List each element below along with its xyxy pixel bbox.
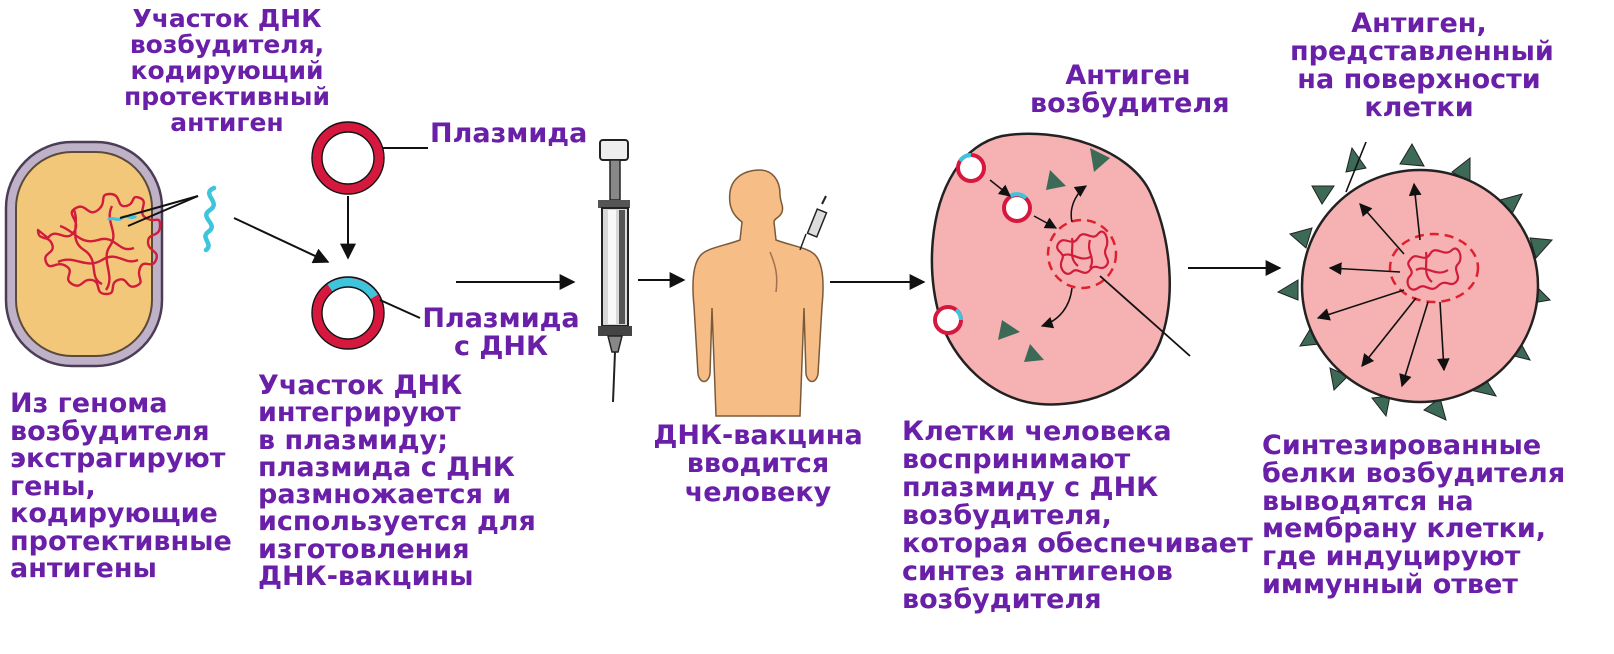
cell-plasmid-3-icon [935, 307, 961, 333]
surface-antigen-label-line: Антиген, [1290, 10, 1548, 38]
step-4-text-line: воспринимают [902, 446, 1253, 474]
step-4-text-line: которая обеспечивает [902, 530, 1253, 558]
step-2-text-line: ДНК-вакцины [258, 563, 536, 590]
step-5-text-line: иммунный ответ [1262, 571, 1565, 599]
human-cell-icon [932, 134, 1190, 405]
pathogen-antigen-label-line: Антиген [1030, 62, 1226, 90]
step-1-text-line: возбудителя [10, 418, 232, 446]
step-2-text-line: интегрируют [258, 399, 536, 426]
step-2-text-line: изготовления [258, 536, 536, 563]
surface-antigen-label-line: представленный [1290, 38, 1548, 66]
step-5-text-line: мембрану клетки, [1262, 515, 1565, 543]
step-1-text-line: кодирующие [10, 500, 232, 528]
step-1-text-line: гены, [10, 473, 232, 501]
presenting-cell-icon [1278, 142, 1552, 420]
step-5-text-line: Синтезированные [1262, 432, 1565, 460]
step-5-text-line: где индуцируют [1262, 543, 1565, 571]
step-4-text-line: возбудителя, [902, 502, 1253, 530]
step-3-text-line: вводится [650, 450, 866, 478]
step-2-text-line: используется для [258, 508, 536, 535]
plasmid-with-dna-label-line: Плазмида [418, 305, 584, 333]
syringe-icon [598, 140, 632, 402]
human-icon [693, 170, 823, 416]
plasmid-label-line: Плазмида [430, 120, 587, 148]
step-5-text-line: белки возбудителя [1262, 460, 1565, 488]
plasmid-label: Плазмида [430, 120, 587, 148]
dna-segment-label-line: антиген [112, 110, 342, 136]
dna-fragment-icon [205, 188, 214, 250]
arrow-fragment-to-plasmid [234, 218, 328, 262]
dna-segment-label-line: кодирующий [112, 58, 342, 84]
small-syringe-icon [800, 196, 827, 250]
step-4-text-line: плазмиду с ДНК [902, 474, 1253, 502]
cell-plasmid-2-icon [1004, 194, 1030, 221]
step-4-text-line: возбудителя [902, 586, 1253, 614]
step-5-text-line: выводятся на [1262, 488, 1565, 516]
recombinant-plasmid-icon [312, 277, 384, 349]
step-2-text-line: размножается и [258, 481, 536, 508]
step-1-text-line: экстрагируют [10, 445, 232, 473]
step-4-text-line: Клетки человека [902, 418, 1253, 446]
dna-segment-label-line: возбудителя, [112, 32, 342, 58]
pathogen-antigen-label-line: возбудителя [1030, 90, 1226, 118]
step-1-text-line: протективные [10, 528, 232, 556]
step-3-text-line: ДНК-вакцина [650, 422, 866, 450]
step-1-text-line: антигены [10, 555, 232, 583]
step-1-text-line: Из генома [10, 390, 232, 418]
bacterium-icon [6, 142, 162, 366]
step-4-text-line: синтез антигенов [902, 558, 1253, 586]
surface-antigen-label-line: на поверхности [1290, 66, 1548, 94]
plasmid-with-dna-label-line: с ДНК [418, 333, 584, 361]
step-3-text-line: человеку [650, 479, 866, 507]
step-2-text-line: в плазмиду; [258, 427, 536, 454]
dna-segment-label-line: протективный [112, 84, 342, 110]
surface-antigen-label-line: клетки [1290, 94, 1548, 122]
step-2-text-line: Участок ДНК [258, 372, 536, 399]
step-2-text-line: плазмида с ДНК [258, 454, 536, 481]
dna-segment-label-line: Участок ДНК [112, 6, 342, 32]
cell-plasmid-1-icon [958, 155, 984, 181]
